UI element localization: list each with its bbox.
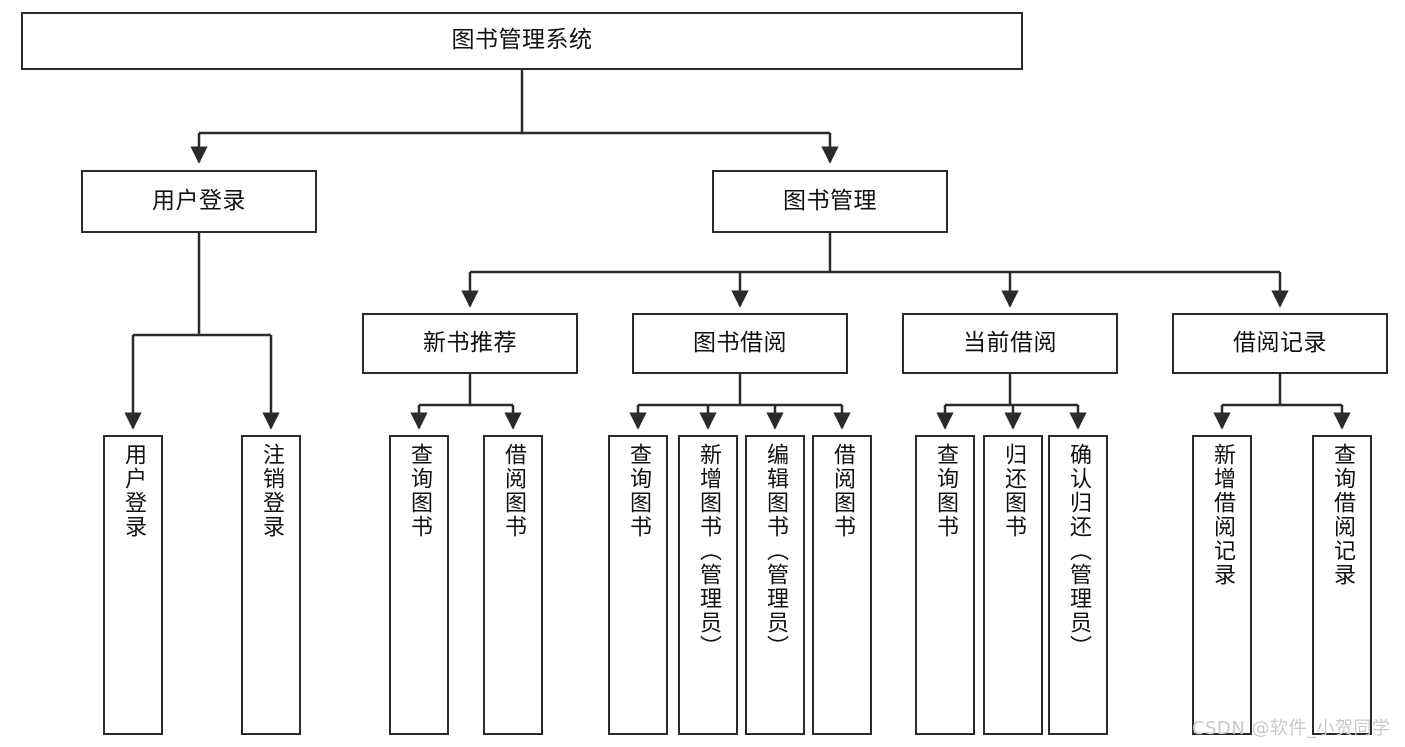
node-label: 图书管理 [783, 187, 877, 214]
node-label: 归还图书 [1001, 443, 1026, 539]
leaf-confirm-return[interactable]: 确认归还（管理员） [1048, 435, 1108, 735]
leaf-query-book-current[interactable]: 查询图书 [915, 435, 975, 735]
leaf-borrow-book-recommend[interactable]: 借阅图书 [483, 435, 543, 735]
leaf-query-borrow-record[interactable]: 查询借阅记录 [1312, 435, 1372, 735]
node-label: 用户登录 [152, 187, 246, 214]
node-label: 查询借阅记录 [1330, 443, 1355, 587]
leaf-add-borrow-record[interactable]: 新增借阅记录 [1192, 435, 1252, 735]
node-borrow-record[interactable]: 借阅记录 [1172, 313, 1388, 374]
node-label: 新书推荐 [423, 329, 517, 356]
node-user-login[interactable]: 用户登录 [81, 170, 317, 233]
leaf-add-book[interactable]: 新增图书（管理员） [678, 435, 738, 735]
leaf-user-login[interactable]: 用户登录 [103, 435, 163, 735]
node-book-management[interactable]: 图书管理 [712, 170, 948, 233]
leaf-return-book[interactable]: 归还图书 [983, 435, 1043, 735]
node-label: 借阅图书 [501, 443, 526, 539]
node-label: 查询图书 [407, 443, 432, 539]
node-label: 借阅图书 [830, 443, 855, 539]
leaf-borrow-book[interactable]: 借阅图书 [812, 435, 872, 735]
node-root-book-management-system[interactable]: 图书管理系统 [21, 12, 1023, 70]
node-label: 查询图书 [626, 443, 651, 539]
node-label: 借阅记录 [1233, 329, 1327, 356]
leaf-query-book-recommend[interactable]: 查询图书 [389, 435, 449, 735]
node-current-borrow[interactable]: 当前借阅 [902, 313, 1118, 374]
node-label: 注销登录 [259, 443, 284, 539]
node-label: 新增借阅记录 [1210, 443, 1235, 587]
leaf-query-book-borrow[interactable]: 查询图书 [608, 435, 668, 735]
node-label: 用户登录 [121, 443, 146, 539]
node-label: 图书借阅 [693, 329, 787, 356]
leaf-edit-book[interactable]: 编辑图书（管理员） [745, 435, 805, 735]
node-book-borrow[interactable]: 图书借阅 [632, 313, 848, 374]
node-label: 图书管理系统 [451, 27, 593, 54]
node-label: 查询图书 [933, 443, 958, 539]
node-new-book-recommend[interactable]: 新书推荐 [362, 313, 578, 374]
node-label: 当前借阅 [963, 329, 1057, 356]
node-label: 编辑图书（管理员） [763, 443, 788, 659]
node-label: 确认归还（管理员） [1066, 443, 1091, 659]
csdn-watermark: CSDN @软件_小贺同学 [1192, 718, 1391, 739]
leaf-logout[interactable]: 注销登录 [241, 435, 301, 735]
node-label: 新增图书（管理员） [696, 443, 721, 659]
